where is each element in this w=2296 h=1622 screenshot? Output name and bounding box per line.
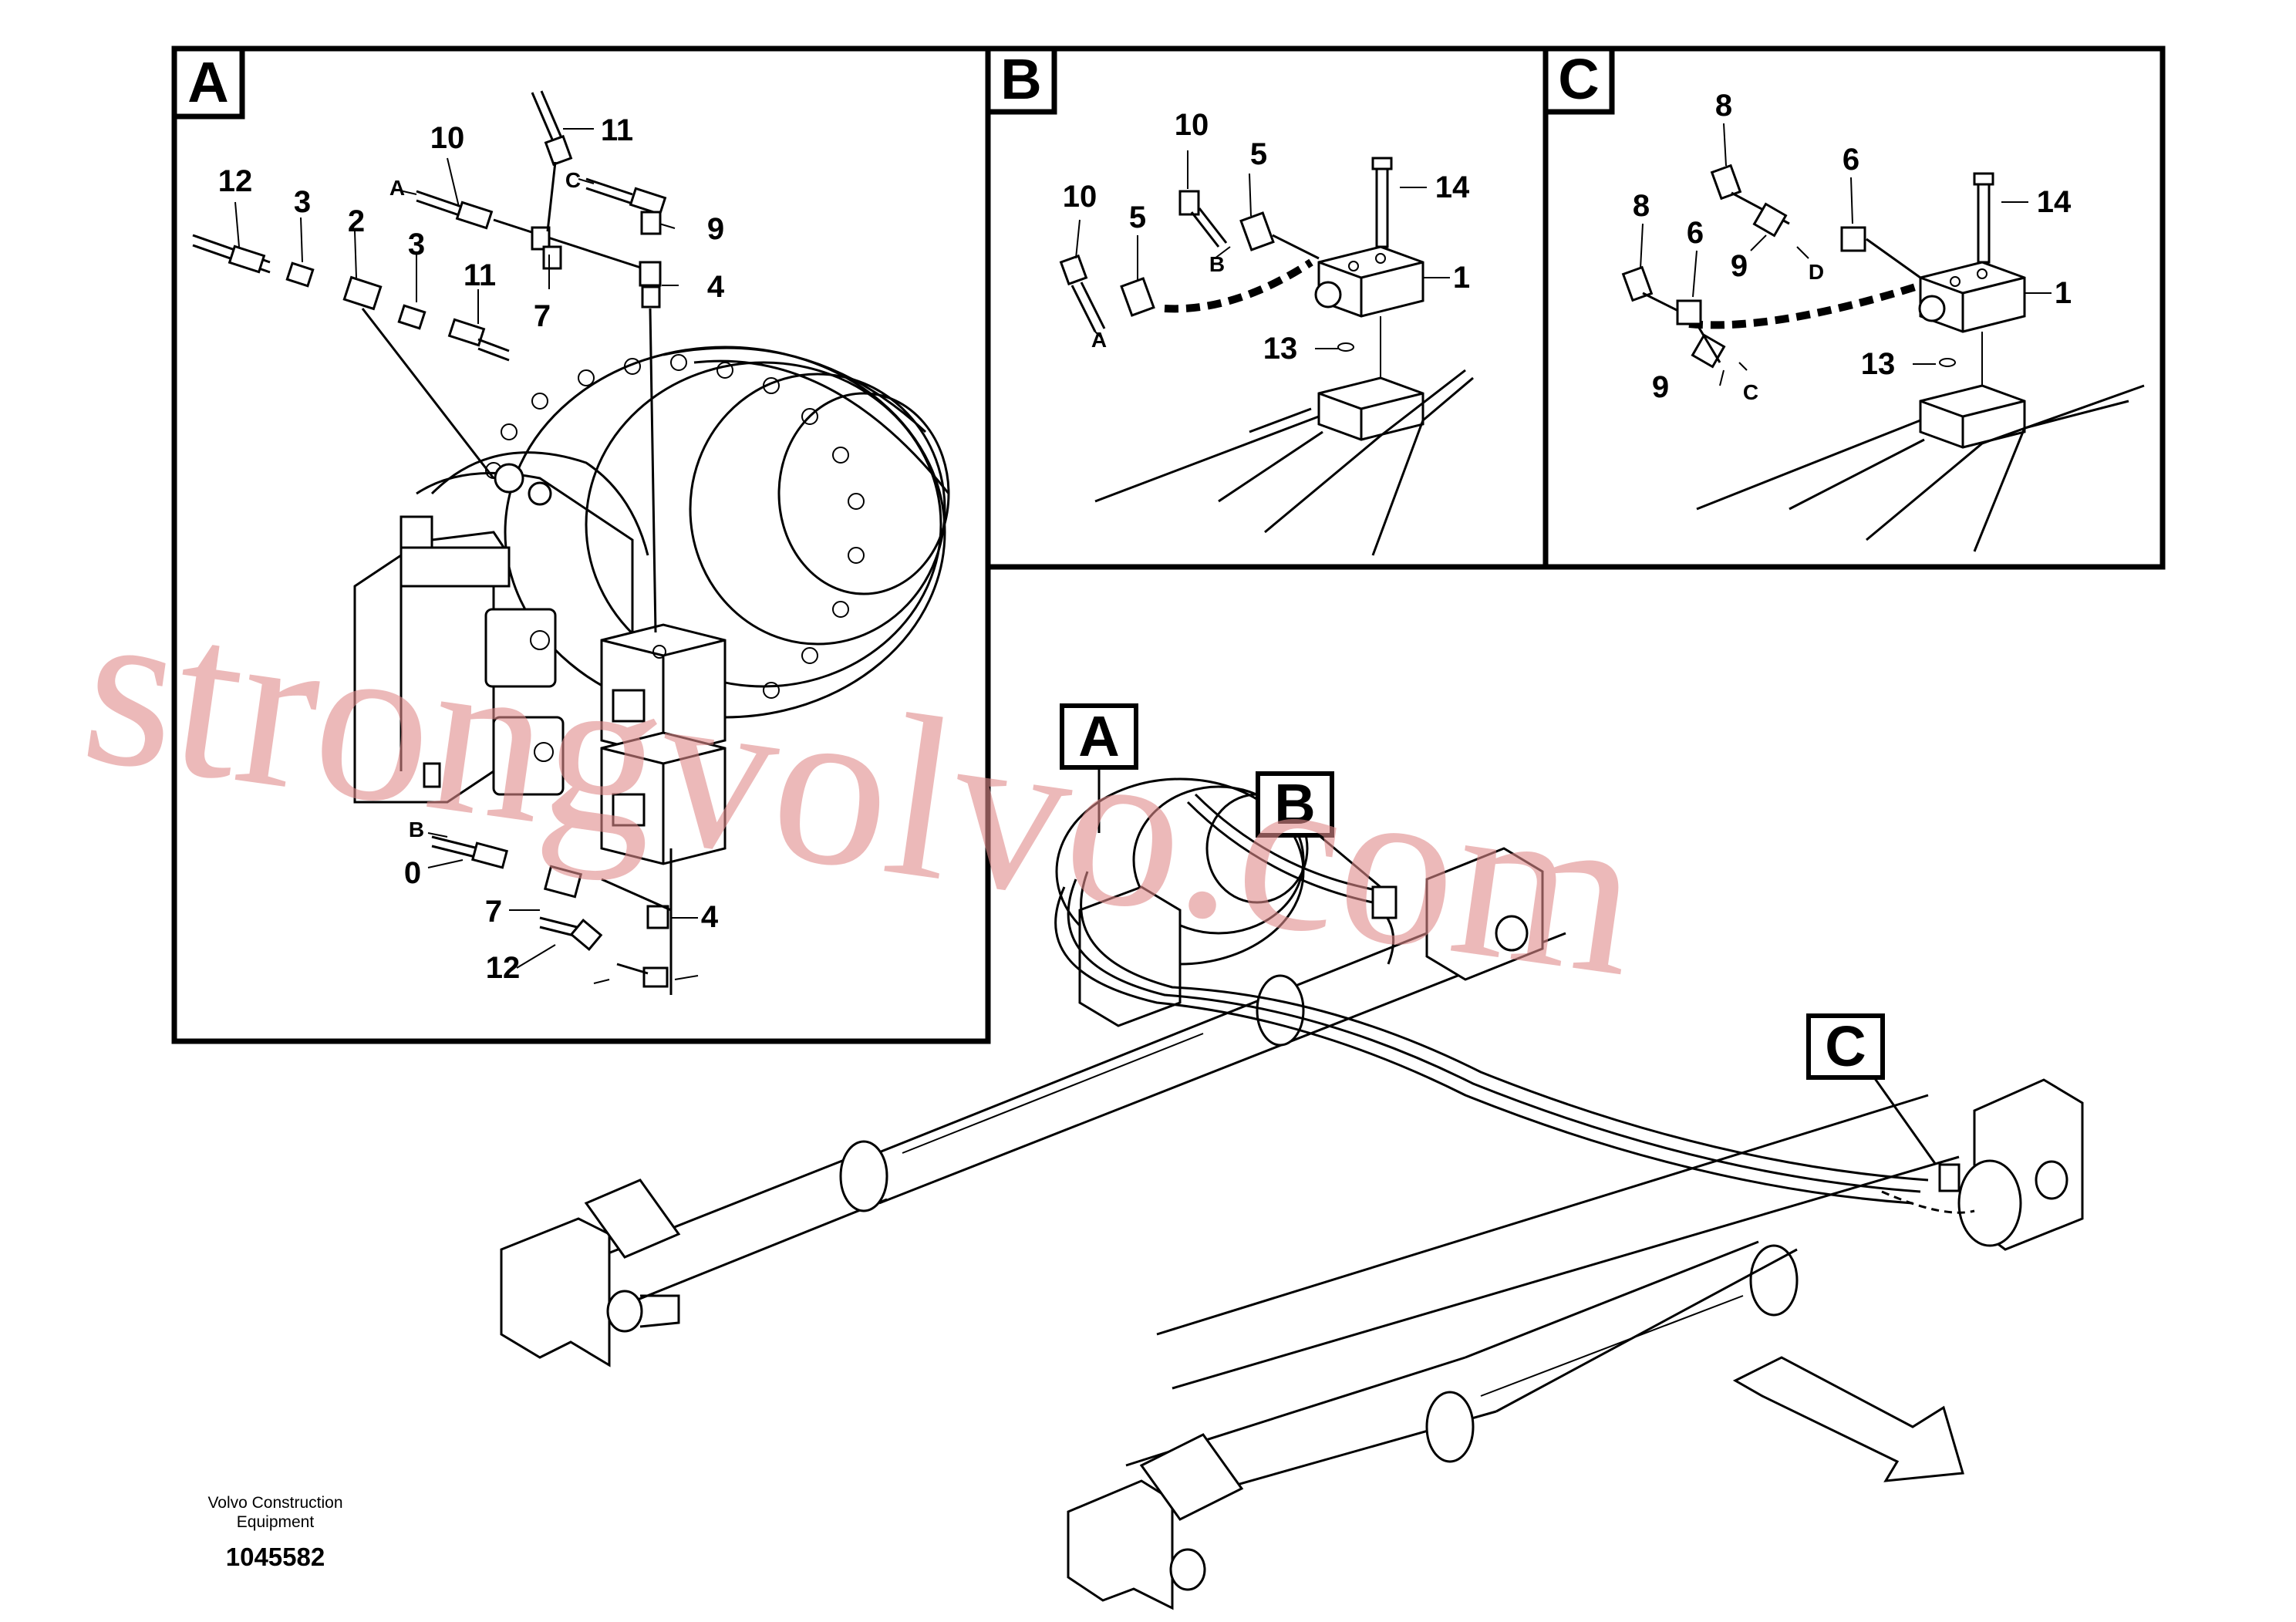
label-a-3-upper-left: 3 — [294, 185, 311, 219]
panel-c-letter: C — [1558, 47, 1599, 111]
travel-motor-drawing — [353, 346, 950, 865]
panel-b-letter: B — [1000, 47, 1041, 111]
label-a-2: 2 — [348, 204, 365, 238]
label-b-10-right: 10 — [1175, 108, 1209, 142]
callout-a: A — [1060, 703, 1138, 833]
label-b-14: 14 — [1435, 170, 1470, 204]
callout-b-letter: B — [1274, 772, 1315, 836]
label-a-11-lower: 11 — [464, 258, 496, 292]
label-a-7-lower: 7 — [485, 895, 502, 929]
watermark-text: strongvolvo.com — [70, 554, 1652, 1025]
label-a-10: 10 — [430, 121, 465, 155]
label-a-9: 9 — [707, 212, 724, 246]
label-b-10-left: 10 — [1063, 180, 1097, 214]
panel-a-leaders — [234, 128, 699, 984]
label-c-port-d: D — [1809, 260, 1824, 284]
label-c-port-c: C — [1743, 380, 1758, 404]
label-c-13: 13 — [1861, 347, 1896, 381]
label-c-6-right: 6 — [1843, 143, 1859, 177]
label-b-5-left: 5 — [1129, 201, 1146, 234]
label-c-8-left: 8 — [1633, 189, 1650, 223]
panel-a-letter: A — [187, 50, 228, 114]
panel-c-letter-box — [1542, 46, 1615, 115]
upper-fittings — [192, 90, 667, 633]
label-b-13: 13 — [1263, 332, 1298, 366]
label-c-9-lower: 9 — [1652, 370, 1669, 404]
label-c-8-top: 8 — [1715, 89, 1732, 123]
label-c-6-left: 6 — [1687, 216, 1704, 250]
port-block-upper — [600, 623, 727, 757]
side-plates — [400, 515, 565, 796]
label-a-port-c: C — [565, 168, 581, 192]
callout-c: C — [1806, 1013, 1937, 1165]
panel-b-leaders — [1075, 150, 1450, 349]
panel-c-frame — [1542, 46, 2166, 570]
label-c-9-upper: 9 — [1731, 249, 1748, 283]
overview-drawing: A B C — [500, 703, 2084, 1610]
label-a-3-upper-right: 3 — [408, 228, 425, 261]
title-block: Volvo Construction Equipment 1045582 — [207, 1494, 342, 1571]
panel-b: B 10 5 — [985, 46, 1549, 570]
label-a-12: 12 — [218, 164, 253, 198]
panel-b-frame — [985, 46, 1549, 570]
callout-b: B — [1256, 771, 1381, 889]
panel-a-letter-box — [171, 46, 245, 120]
label-a-12-lower: 12 — [486, 951, 521, 985]
drawing-number: 1045582 — [226, 1543, 325, 1571]
label-a-7-upper: 7 — [534, 299, 551, 333]
callout-c-letter: C — [1825, 1014, 1866, 1078]
panel-c: C 8 6 8 6 — [1542, 46, 2166, 570]
label-b-1: 1 — [1453, 261, 1470, 295]
panel-b-letter-box — [985, 46, 1057, 115]
label-a-4-lower: 4 — [701, 900, 719, 934]
lower-fittings — [431, 835, 673, 995]
label-a-port-a: A — [389, 176, 405, 200]
label-c-1: 1 — [2055, 276, 2072, 310]
travel-direction-arrow — [1732, 1356, 1964, 1482]
label-a-11-top: 11 — [601, 113, 633, 147]
label-a-10-lower: 0 — [404, 856, 421, 890]
label-c-14: 14 — [2037, 185, 2072, 219]
label-a-port-b: B — [409, 818, 424, 841]
callout-a-letter: A — [1078, 704, 1119, 768]
panel-a: A — [171, 46, 991, 1044]
company-name-line1: Volvo Construction — [207, 1494, 342, 1512]
label-b-5-right: 5 — [1250, 137, 1267, 171]
company-name-line2: Equipment — [237, 1513, 315, 1531]
label-b-port-b: B — [1209, 252, 1225, 276]
label-b-port-a: A — [1091, 328, 1107, 352]
label-a-4-upper: 4 — [707, 270, 725, 304]
port-block-lower — [600, 731, 727, 865]
panel-c-leaders — [1640, 123, 2052, 386]
